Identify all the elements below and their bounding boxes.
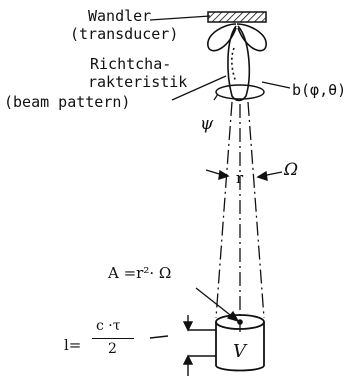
beam-label-de-line2: rakteristik <box>88 73 188 91</box>
length-fraction-bar <box>92 338 134 339</box>
length-formula-denominator: 2 <box>108 341 117 357</box>
beam-pattern-lobes <box>207 23 267 102</box>
solid-angle-label: Ω <box>284 160 299 180</box>
beam-function-label: b(φ,θ) <box>292 81 347 99</box>
area-point <box>237 319 243 325</box>
psi-angle-label: ψ <box>200 114 214 134</box>
beam-label-de-line1: Richtcha- <box>90 55 172 73</box>
volume-label: V <box>233 341 246 362</box>
beam-label-en: (beam pattern) <box>4 93 131 111</box>
beam-boundaries <box>215 101 265 319</box>
area-formula-label: A =r²· Ω <box>108 264 172 282</box>
transducer-label-de: Wandler <box>88 7 152 25</box>
angle-arrows <box>205 169 283 182</box>
range-label: r <box>236 169 244 187</box>
length-dimension <box>149 315 216 376</box>
area-arrow <box>195 287 240 323</box>
transducer-plate <box>207 11 267 23</box>
length-formula-lhs: l= <box>64 336 82 354</box>
beam-angle-ellipse <box>215 84 265 100</box>
transducer-label-en: (transducer) <box>70 25 179 43</box>
length-formula-numerator: c ·τ <box>96 318 121 334</box>
leader-lines <box>149 15 291 101</box>
